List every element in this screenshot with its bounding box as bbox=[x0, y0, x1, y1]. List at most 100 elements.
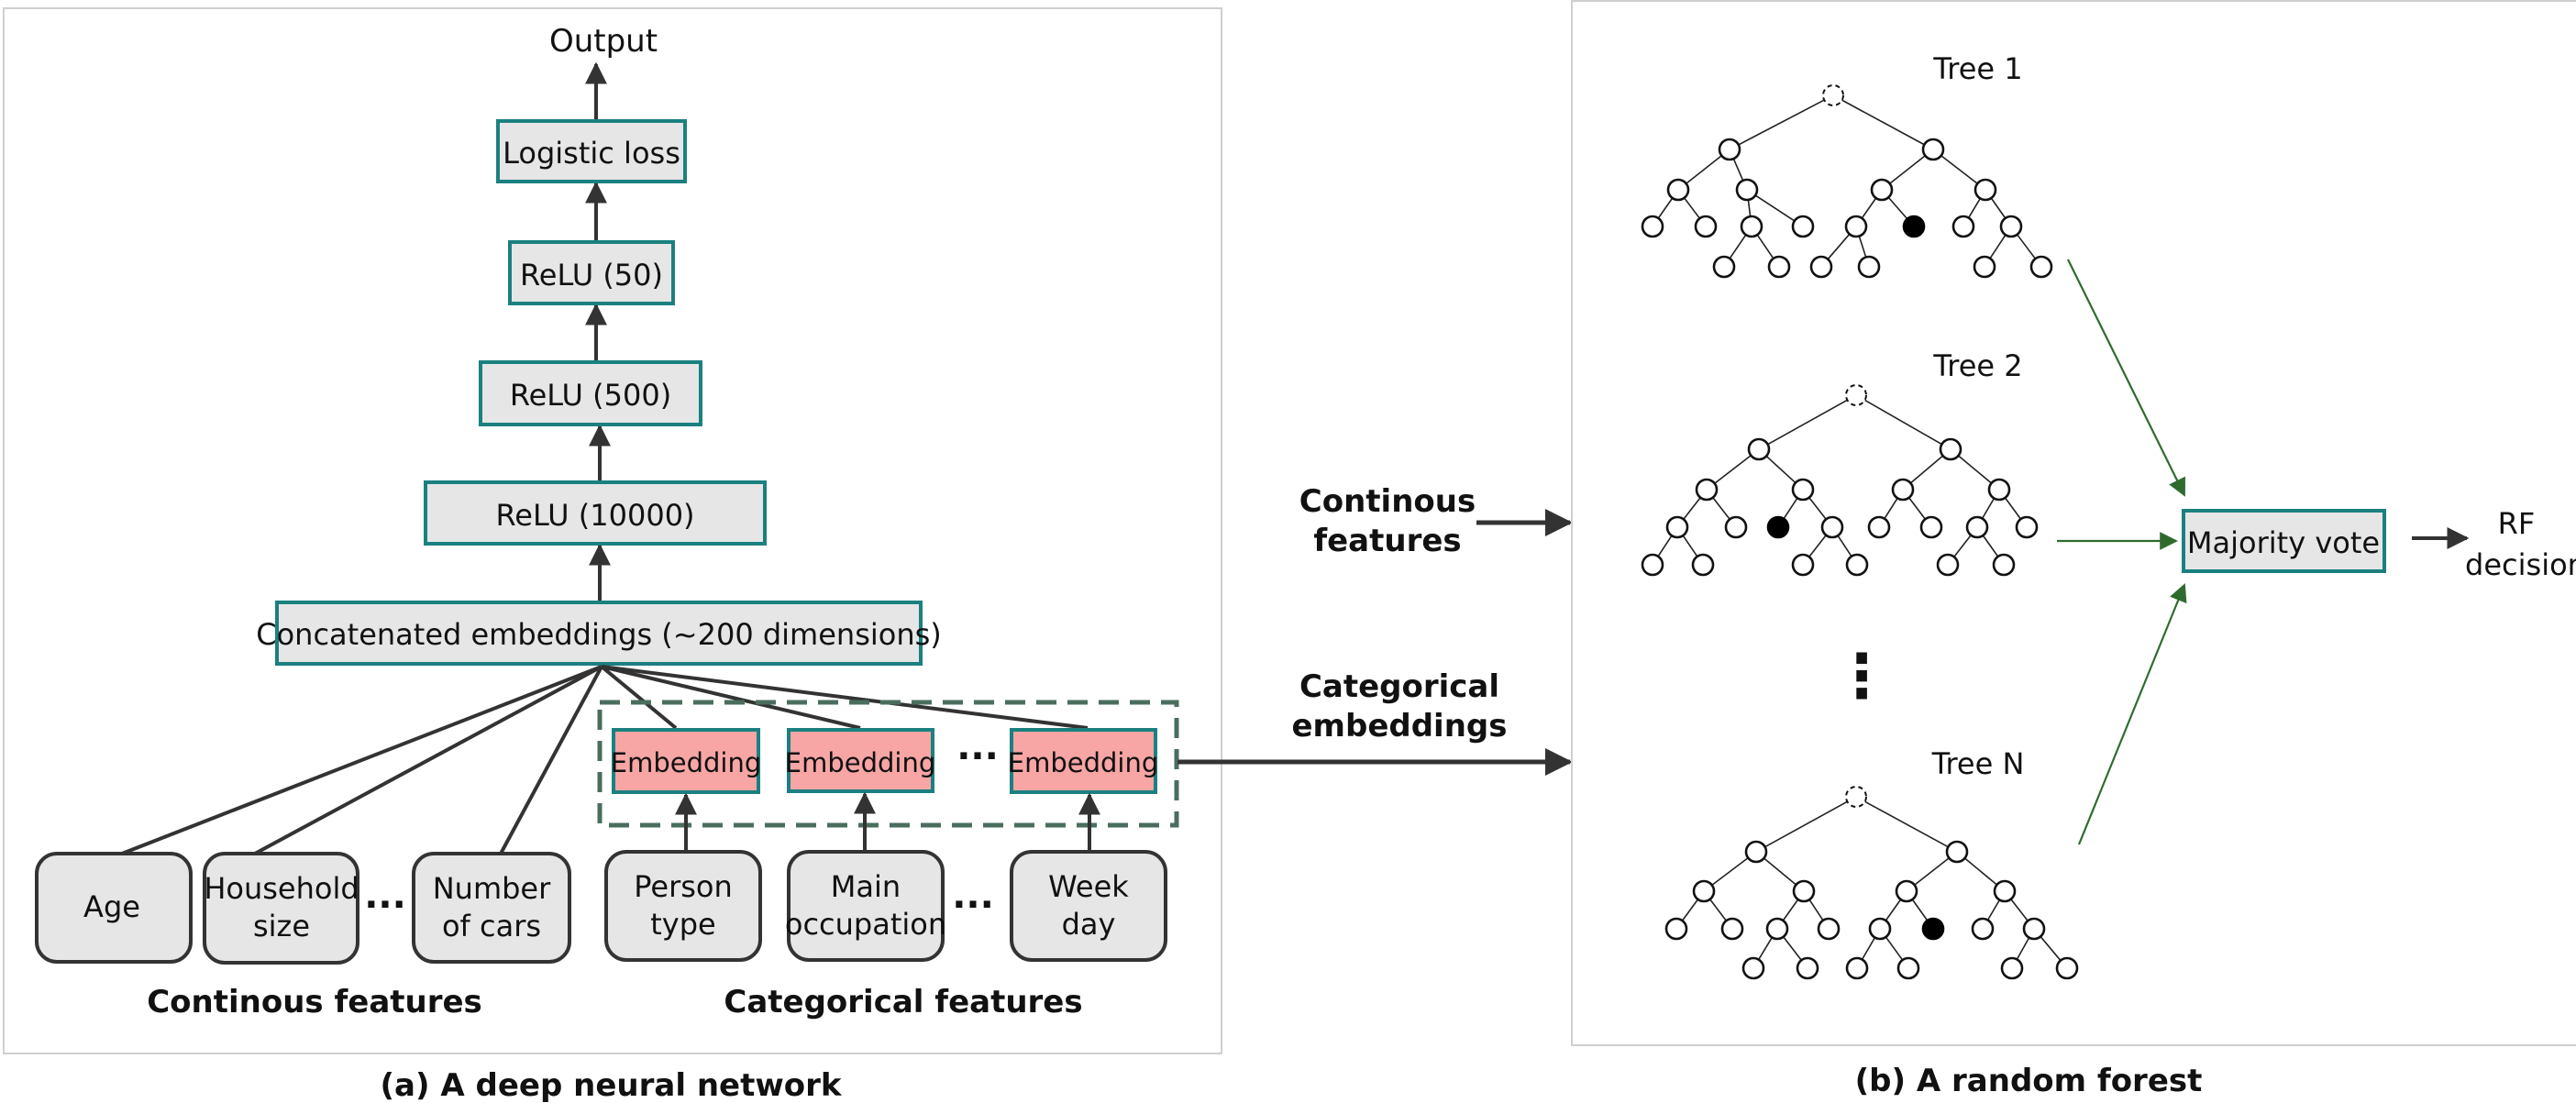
tree-node bbox=[1666, 178, 1690, 202]
tree-node bbox=[2055, 956, 2079, 980]
tree-edge bbox=[1827, 233, 1851, 260]
tree-edge bbox=[1783, 936, 1802, 961]
relu-500-box: ReLU (500) bbox=[479, 360, 702, 426]
logistic-loss-box: Logistic loss bbox=[496, 119, 687, 183]
tree-edge bbox=[1981, 498, 1996, 519]
tree-node bbox=[1796, 956, 1819, 980]
embedding-label: Embedding bbox=[1008, 747, 1158, 778]
tree-node bbox=[1993, 879, 2017, 903]
tree-edge bbox=[1714, 455, 1752, 484]
tree-node bbox=[1724, 515, 1748, 539]
tree-node bbox=[1791, 553, 1815, 577]
tree-edge bbox=[1681, 899, 1699, 921]
tree-edge bbox=[1953, 535, 1972, 557]
tree-node bbox=[1987, 478, 2011, 502]
tree-node bbox=[1664, 917, 1688, 941]
input-main-occupation-line2: occupation bbox=[785, 907, 946, 942]
tree-n-title: Tree N bbox=[1931, 746, 2025, 781]
tree-node bbox=[1951, 215, 1975, 238]
tree-node bbox=[1791, 478, 1815, 502]
tree-node bbox=[1817, 917, 1841, 941]
tree-edge bbox=[1765, 455, 1797, 484]
tree-node bbox=[1692, 879, 1716, 903]
tree-edge bbox=[1783, 497, 1798, 520]
tree-edge bbox=[1711, 856, 1749, 887]
input-person-type-line1: Person bbox=[634, 869, 733, 904]
input-main-occupation: Main occupation bbox=[785, 850, 946, 962]
tree-edge bbox=[1683, 497, 1701, 520]
tree-edge bbox=[1864, 399, 1942, 446]
tree-node bbox=[2022, 917, 2046, 941]
tree-node bbox=[1641, 215, 1664, 238]
relu-500-label: ReLU (500) bbox=[510, 378, 671, 413]
tree-node bbox=[1973, 255, 1996, 279]
tree-edge bbox=[1782, 899, 1799, 921]
tree-edge bbox=[1885, 899, 1902, 921]
input-number-of-cars-line2: of cars bbox=[442, 909, 541, 943]
tree-node bbox=[1945, 840, 1969, 864]
tree-edge bbox=[1767, 399, 1848, 446]
tree-edge bbox=[1887, 196, 1908, 220]
tree-edge bbox=[1864, 800, 1949, 848]
tree-edge bbox=[1738, 99, 1825, 146]
output-label: Output bbox=[549, 23, 658, 60]
tree-node bbox=[1868, 917, 1892, 941]
categorical-inputs-ellipsis: ··· bbox=[952, 884, 994, 926]
tree-edge bbox=[1982, 535, 1999, 557]
tree-edge bbox=[1957, 455, 1993, 484]
input-age: Age bbox=[35, 852, 193, 964]
tree-node bbox=[1895, 879, 1918, 903]
tree-edge bbox=[1756, 234, 1774, 259]
logistic-loss-label: Logistic loss bbox=[503, 136, 680, 171]
middle-categorical-line2: embeddings bbox=[1292, 708, 1508, 745]
categorical-features-group-label: Categorical features bbox=[724, 984, 1082, 1020]
tree-edge bbox=[1808, 899, 1824, 921]
tree-edge bbox=[1686, 155, 1722, 184]
tree-node bbox=[1720, 917, 1744, 941]
input-number-of-cars: Number of cars bbox=[412, 852, 571, 964]
input-household-size-line2: size bbox=[253, 909, 310, 943]
tree-edge bbox=[1990, 197, 2007, 219]
trees-vertical-ellipsis: ⋮ bbox=[1831, 641, 1892, 711]
tree-edge bbox=[1732, 158, 1744, 182]
embedding-box-3: Embedding bbox=[1008, 728, 1158, 794]
decision-tree-1 bbox=[1641, 84, 2053, 279]
tree-edge bbox=[1858, 236, 1867, 258]
tree-node bbox=[2000, 956, 2024, 980]
decision-tree-n bbox=[1664, 786, 2079, 980]
rf-decision-line2: decision bbox=[2465, 547, 2576, 582]
tree-node bbox=[1792, 879, 1816, 903]
tree-edge bbox=[2016, 937, 2030, 960]
tree-edge bbox=[1808, 497, 1827, 520]
concatenated-embeddings-box: Concatenated embeddings (~200 dimensions… bbox=[256, 601, 942, 666]
tree-1-title: Tree 1 bbox=[1932, 51, 2022, 86]
arrow-treen-to-vote bbox=[2077, 583, 2187, 845]
tree-node bbox=[1740, 215, 1763, 238]
tree-edge bbox=[2016, 234, 2037, 259]
middle-categorical-line1: Categorical bbox=[1299, 668, 1499, 705]
tree-edge bbox=[1914, 857, 1950, 886]
middle-connectors: Continous features Categorical embedding… bbox=[1177, 483, 1573, 776]
input-household-size-line1: Household bbox=[204, 871, 359, 906]
tree-edge bbox=[1963, 857, 1998, 886]
tree-edge bbox=[1729, 234, 1747, 259]
tree-node bbox=[1641, 553, 1664, 577]
majority-vote-label: Majority vote bbox=[2187, 525, 2380, 560]
embedding-label: Embedding bbox=[611, 747, 761, 778]
tree-node bbox=[1695, 478, 1719, 502]
embedding-box-2: Embedding bbox=[785, 728, 935, 793]
arrow-tree1-to-vote bbox=[2067, 259, 2185, 497]
tree-node bbox=[1867, 515, 1891, 539]
relu-10000-box: ReLU (10000) bbox=[424, 480, 767, 546]
tree-edge bbox=[1708, 899, 1728, 921]
concatenated-embeddings-label: Concatenated embeddings (~200 dimensions… bbox=[256, 617, 942, 652]
tree-root-node bbox=[1822, 84, 1844, 106]
input-person-type-line2: type bbox=[650, 907, 715, 942]
tree-node bbox=[1665, 515, 1689, 539]
decision-tree-2 bbox=[1641, 384, 2039, 577]
tree-node bbox=[1973, 178, 1997, 202]
majority-vote-box: Majority vote bbox=[2182, 509, 2386, 573]
tree-node bbox=[1919, 515, 1943, 539]
panel-a-deep-neural-network: Output Logistic loss ReLU (50) ReLU (500… bbox=[3, 7, 1222, 1054]
